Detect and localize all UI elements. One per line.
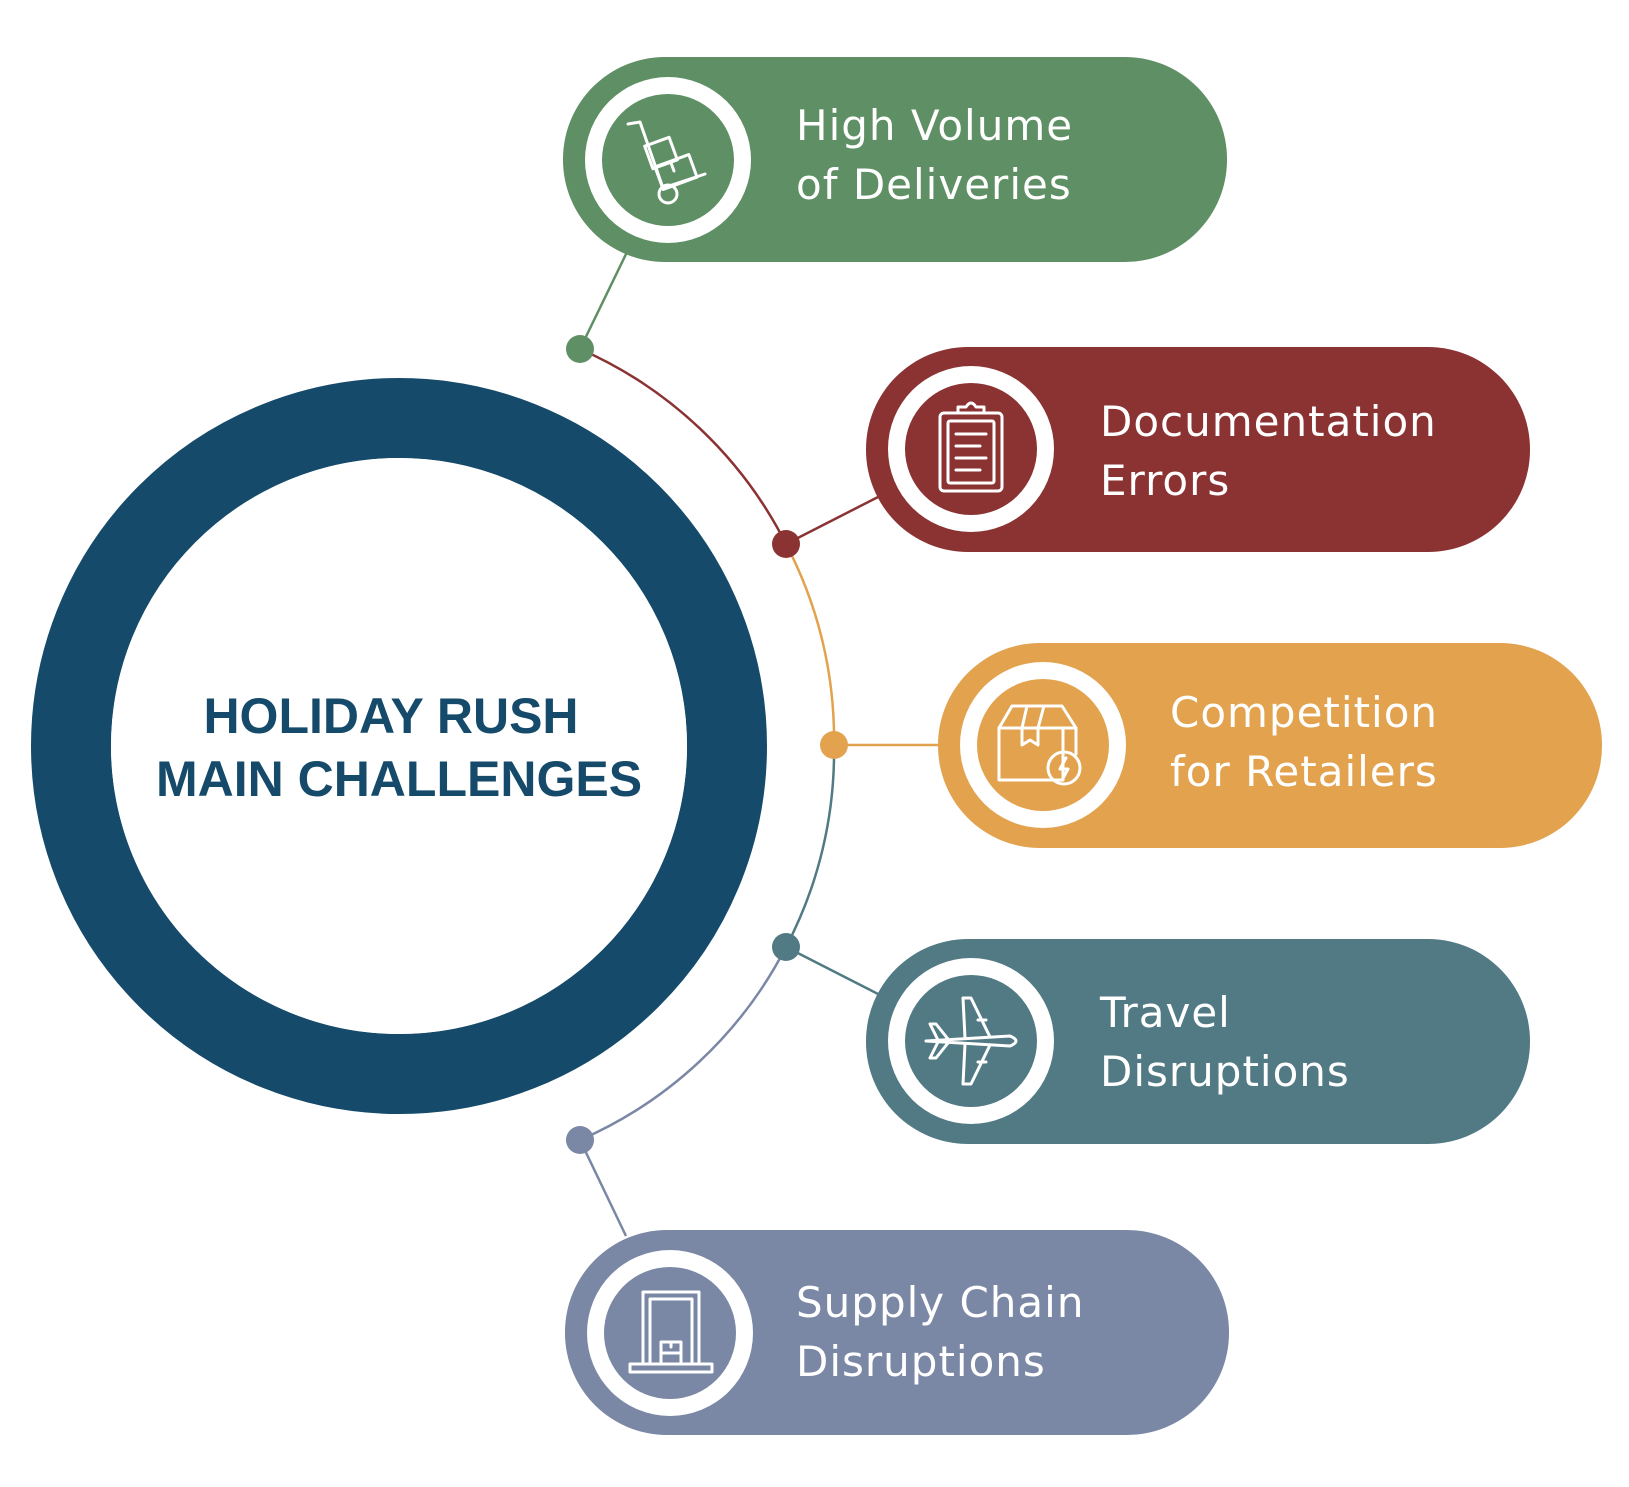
challenge-pill-documentation: Documentation Errors: [866, 347, 1530, 552]
connector-dot: [772, 530, 800, 558]
challenge-label-line2: of Deliveries: [796, 160, 1072, 209]
challenge-label-line2: for Retailers: [1170, 747, 1438, 796]
center-circle: HOLIDAY RUSH MAIN CHALLENGES: [31, 378, 767, 1114]
connector-lines: [578, 249, 940, 1237]
connector-dot: [566, 1126, 594, 1154]
challenge-pill-supply-chain: Supply Chain Disruptions: [565, 1230, 1229, 1435]
airplane-icon: [924, 996, 1018, 1086]
challenge-label-line1: Supply Chain: [796, 1278, 1084, 1327]
center-title-line2: MAIN CHALLENGES: [156, 751, 642, 807]
challenge-label-line1: High Volume: [796, 101, 1073, 150]
connector-dots: [566, 335, 848, 1154]
challenge-label-line1: Travel: [1099, 988, 1231, 1037]
hand-truck-icon: [626, 120, 707, 205]
challenge-label-line2: Errors: [1100, 456, 1230, 505]
challenge-label-line2: Disruptions: [1100, 1047, 1350, 1096]
connector-dot: [566, 335, 594, 363]
challenge-label-line1: Documentation: [1100, 397, 1437, 446]
connector-dot: [820, 731, 848, 759]
doorway-package-icon: [628, 1290, 714, 1374]
clipboard-icon: [938, 401, 1004, 493]
challenge-pill-high-volume: High Volume of Deliveries: [563, 57, 1227, 262]
challenge-pill-travel: Travel Disruptions: [866, 939, 1530, 1144]
challenge-label-line2: Disruptions: [796, 1337, 1046, 1386]
challenge-label-line1: Competition: [1170, 688, 1438, 737]
package-lightning-icon: [997, 704, 1082, 786]
challenge-pill-competition: Competition for Retailers: [938, 643, 1602, 848]
connector-arc: [579, 347, 836, 1142]
connector-dot: [772, 933, 800, 961]
center-title-line1: HOLIDAY RUSH: [203, 688, 578, 744]
